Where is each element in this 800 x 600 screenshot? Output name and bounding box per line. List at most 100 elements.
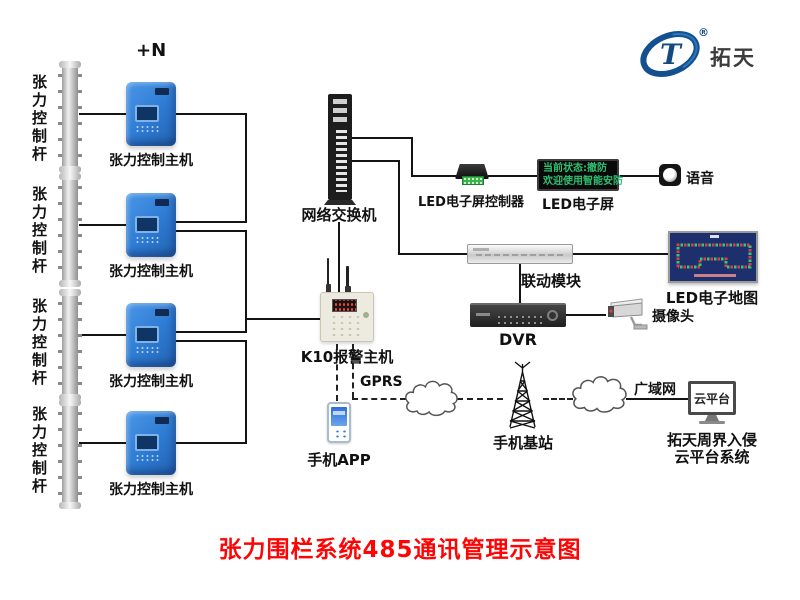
dvr-knob bbox=[547, 310, 558, 321]
switch-ports bbox=[336, 130, 347, 192]
brand-logo-icon: T ® bbox=[636, 24, 710, 82]
tension-host bbox=[126, 303, 176, 367]
led-controller bbox=[455, 164, 489, 179]
k10-keypad bbox=[330, 314, 362, 336]
host-screen bbox=[135, 105, 159, 122]
k10-button bbox=[363, 312, 369, 318]
tension-pole bbox=[58, 173, 82, 287]
led-screen: 当前状态:撤防 欢迎使用智能安防 bbox=[537, 159, 623, 191]
wire bbox=[79, 224, 126, 226]
host-display bbox=[155, 88, 169, 95]
cloud-platform-label: 云平台 bbox=[693, 391, 730, 406]
host-label: 张力控制主机 bbox=[109, 264, 193, 280]
led-map-dots bbox=[676, 243, 752, 269]
led-map-logo bbox=[710, 235, 719, 238]
plus-n-label: +N bbox=[136, 40, 167, 61]
wire-linkage-dvr bbox=[519, 264, 521, 303]
wire-gprs-cloud bbox=[352, 398, 406, 400]
tension-pole bbox=[58, 399, 82, 509]
linkage-module bbox=[467, 244, 573, 264]
led-screen-label: LED电子屏 bbox=[541, 197, 615, 213]
wire bbox=[176, 442, 247, 444]
host-label: 张力控制主机 bbox=[109, 482, 193, 498]
cell-tower-icon bbox=[500, 361, 545, 429]
wire bbox=[411, 175, 458, 177]
wire-screen-voice bbox=[619, 175, 659, 177]
voice-label: 语音 bbox=[686, 171, 714, 187]
wire-linkage-map bbox=[573, 253, 668, 255]
wire-switch-ledctrl bbox=[352, 137, 413, 139]
wire bbox=[79, 113, 126, 115]
host-label: 张力控制主机 bbox=[109, 374, 193, 390]
wire bbox=[245, 340, 247, 444]
pole-label: 张力控制杆 bbox=[30, 406, 48, 496]
phone-app-icon bbox=[327, 402, 351, 443]
wire-gprs-app bbox=[336, 344, 338, 401]
phone-keys bbox=[332, 428, 346, 439]
network-switch bbox=[328, 94, 352, 200]
led-screen-line1: 当前状态:撤防 bbox=[543, 163, 607, 174]
tension-host bbox=[126, 82, 176, 146]
platform-caption-2: 云平台系统 bbox=[674, 448, 750, 466]
pole-label: 张力控制杆 bbox=[30, 74, 48, 164]
network-switch-label: 网络交换机 bbox=[301, 206, 377, 224]
k10-label: K10报警主机 bbox=[300, 348, 394, 366]
wire-switch-alarm bbox=[338, 222, 340, 293]
brand-name: 拓天 bbox=[710, 46, 756, 70]
wire-wan-monitor bbox=[626, 398, 688, 400]
wire-switch-linkage bbox=[352, 160, 400, 162]
wan-label: 广域网 bbox=[634, 382, 676, 398]
wire bbox=[176, 340, 247, 342]
wire bbox=[245, 230, 247, 333]
pole-label: 张力控制杆 bbox=[30, 186, 48, 276]
led-map bbox=[668, 231, 758, 283]
host-label: 张力控制主机 bbox=[109, 153, 193, 169]
phone-screen bbox=[331, 407, 347, 426]
switch-uplink-ports bbox=[333, 99, 347, 123]
led-map-label: LED电子地图 bbox=[665, 289, 759, 307]
wire-cloud-station bbox=[457, 398, 503, 400]
dvr-label: DVR bbox=[499, 330, 537, 349]
antenna-icon bbox=[327, 258, 329, 294]
wire bbox=[398, 160, 400, 255]
camera-label: 摄像头 bbox=[652, 309, 694, 325]
svg-text:T: T bbox=[660, 38, 683, 71]
tension-host bbox=[126, 193, 176, 257]
diagram-title: 张力围栏系统485通讯管理示意图 bbox=[218, 537, 582, 563]
wire bbox=[411, 137, 413, 177]
wire-ctrl-screen bbox=[488, 175, 537, 177]
wire bbox=[176, 230, 247, 232]
cell-tower-label: 手机基站 bbox=[492, 434, 553, 452]
linkage-module-label: 联动模块 bbox=[521, 272, 582, 290]
camera-icon bbox=[604, 298, 650, 332]
dvr-buttons bbox=[496, 314, 542, 324]
wire bbox=[176, 331, 247, 333]
tension-pole bbox=[58, 61, 82, 173]
platform-caption-1: 拓天周界入侵 bbox=[666, 431, 757, 449]
monitor-stand bbox=[705, 415, 719, 421]
wire bbox=[176, 221, 247, 223]
cloud-icon bbox=[403, 378, 459, 418]
tension-host bbox=[126, 411, 176, 475]
k10-alarm-host bbox=[320, 292, 374, 342]
cloud-platform-monitor: 云平台 bbox=[688, 381, 736, 415]
tension-pole bbox=[58, 289, 82, 401]
phone-app-label: 手机APP bbox=[307, 451, 371, 469]
pole-label: 张力控制杆 bbox=[30, 298, 48, 388]
speaker-icon bbox=[659, 164, 681, 186]
host-keys bbox=[135, 125, 161, 133]
dvr-device bbox=[470, 303, 566, 327]
led-controller-label: LED电子屏控制器 bbox=[418, 195, 524, 210]
led-controller-terminal bbox=[462, 176, 484, 185]
led-map-caption bbox=[694, 274, 736, 277]
wire bbox=[176, 113, 246, 115]
wire-dvr-camera bbox=[566, 314, 606, 316]
monitor-base bbox=[699, 421, 725, 424]
wire bbox=[398, 253, 467, 255]
wire-bus-to-alarm bbox=[245, 318, 320, 320]
wire bbox=[79, 442, 126, 444]
k10-display bbox=[332, 299, 357, 312]
wire-gprs bbox=[352, 344, 354, 398]
cloud-icon bbox=[570, 373, 628, 415]
